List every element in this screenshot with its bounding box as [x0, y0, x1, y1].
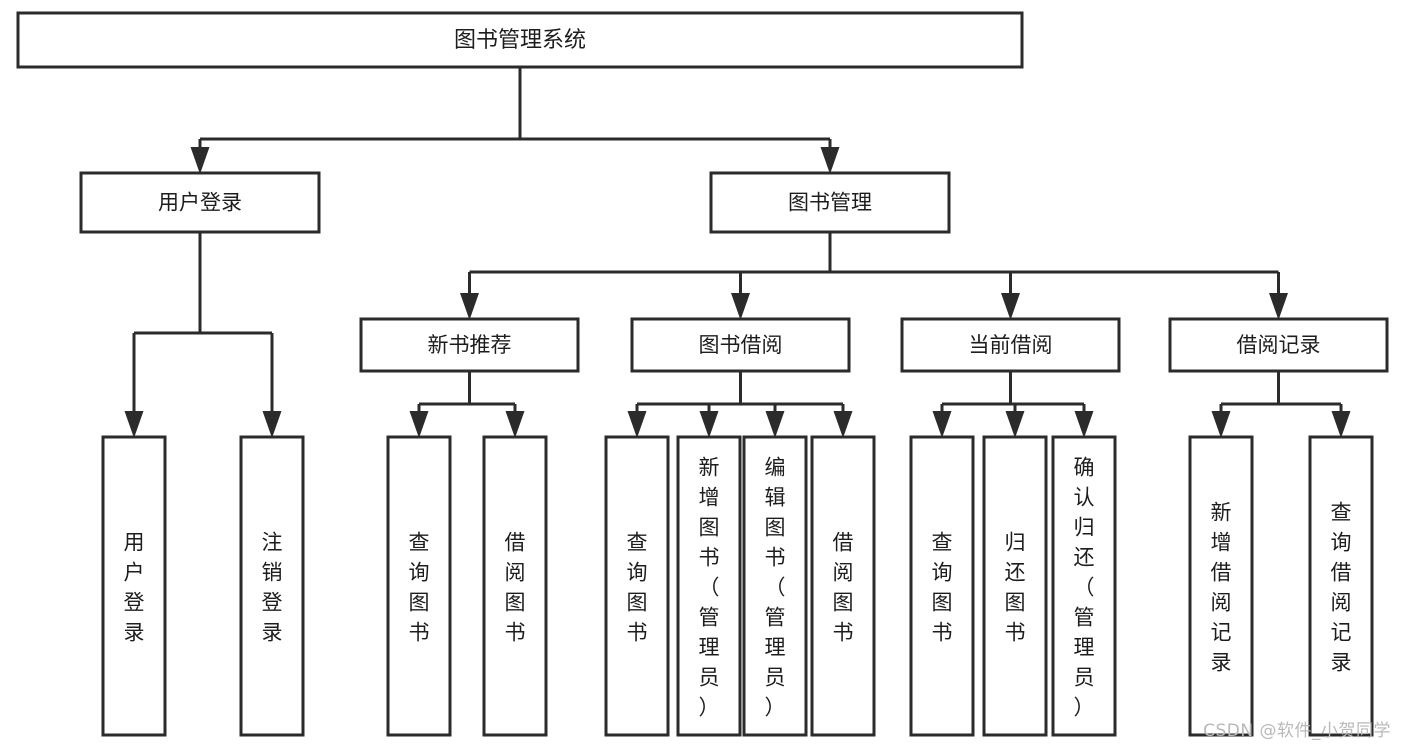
connector-group-book-manage — [460, 232, 1288, 320]
node-label: 借阅图书 — [505, 530, 526, 644]
arrow-head-icon — [1211, 411, 1231, 438]
node-label: 用户登录 — [158, 191, 242, 215]
node-leaf-confirm-return[interactable]: 确认归还（管理员） — [1051, 435, 1117, 737]
node-box — [604, 435, 670, 737]
node-borrow-record[interactable]: 借阅记录 — [1168, 317, 1389, 373]
node-current-borrow[interactable]: 当前借阅 — [900, 317, 1121, 373]
node-leaf-query-book-2[interactable]: 查询图书 — [604, 435, 670, 737]
arrow-head-icon — [460, 293, 479, 320]
node-box — [909, 435, 975, 737]
node-box — [386, 435, 452, 737]
node-label: 查询借阅记录 — [1331, 500, 1352, 674]
node-label: 借阅图书 — [833, 530, 854, 644]
node-root[interactable]: 图书管理系统 — [16, 11, 1024, 69]
node-box — [742, 435, 808, 737]
arrow-head-icon — [731, 293, 750, 320]
arrow-head-icon — [699, 411, 719, 438]
arrow-head-icon — [505, 411, 525, 438]
node-leaf-query-book-1[interactable]: 查询图书 — [386, 435, 452, 737]
node-leaf-add-book[interactable]: 新增图书（管理员） — [676, 435, 742, 737]
node-label: 归还图书 — [1005, 530, 1026, 644]
arrow-head-icon — [932, 411, 952, 438]
node-box — [359, 317, 580, 373]
connector-layer — [124, 67, 1351, 438]
arrow-head-icon — [833, 411, 853, 438]
node-label: 新书推荐 — [428, 333, 512, 357]
node-box — [16, 11, 1024, 69]
node-label: 编辑图书（管理员） — [765, 455, 786, 719]
node-box — [1188, 435, 1254, 737]
arrow-head-icon — [190, 147, 210, 174]
node-box — [482, 435, 548, 737]
node-box — [239, 435, 305, 737]
node-new-book-rec[interactable]: 新书推荐 — [359, 317, 580, 373]
node-label: 注销登录 — [262, 530, 283, 644]
node-box — [810, 435, 876, 737]
arrow-head-icon — [1005, 411, 1025, 438]
arrow-head-icon — [262, 411, 282, 438]
node-user-login[interactable]: 用户登录 — [79, 171, 321, 234]
node-label: 用户登录 — [124, 530, 145, 644]
node-label: 图书管理系统 — [454, 28, 586, 53]
arrow-head-icon — [409, 411, 429, 438]
arrow-head-icon — [1001, 293, 1020, 320]
node-leaf-add-record[interactable]: 新增借阅记录 — [1188, 435, 1254, 737]
node-leaf-borrow-book-2[interactable]: 借阅图书 — [810, 435, 876, 737]
node-box — [630, 317, 851, 373]
node-box — [79, 171, 321, 234]
node-label: 查询图书 — [627, 530, 648, 644]
arrow-head-icon — [124, 411, 144, 438]
arrow-head-icon — [1074, 411, 1094, 438]
connector-group-user-login — [124, 232, 282, 438]
node-label: 确认归还（管理员） — [1074, 455, 1095, 719]
connector-group-root — [190, 67, 840, 174]
node-label: 查询图书 — [409, 530, 430, 644]
connector-group-new-book-rec — [409, 371, 525, 438]
node-label: 查询图书 — [932, 530, 953, 644]
csdn-watermark: CSDN @软件_小贺同学 — [1203, 721, 1391, 741]
node-box — [709, 171, 951, 234]
arrow-head-icon — [1331, 411, 1351, 438]
node-label: 新增借阅记录 — [1211, 500, 1232, 674]
node-book-borrow[interactable]: 图书借阅 — [630, 317, 851, 373]
node-box — [1051, 435, 1117, 737]
node-leaf-edit-book[interactable]: 编辑图书（管理员） — [742, 435, 808, 737]
connector-group-borrow-record — [1211, 371, 1351, 438]
node-box — [1308, 435, 1374, 737]
node-leaf-query-record[interactable]: 查询借阅记录 — [1308, 435, 1374, 737]
node-box — [1168, 317, 1389, 373]
node-leaf-borrow-book-1[interactable]: 借阅图书 — [482, 435, 548, 737]
arrow-head-icon — [627, 411, 647, 438]
arrow-head-icon — [1269, 293, 1288, 320]
node-label: 当前借阅 — [969, 333, 1053, 357]
node-label: 借阅记录 — [1237, 333, 1321, 357]
node-leaf-user-logout[interactable]: 注销登录 — [239, 435, 305, 737]
node-box — [676, 435, 742, 737]
arrow-head-icon — [765, 411, 785, 438]
node-label: 图书管理 — [788, 191, 872, 215]
node-book-manage[interactable]: 图书管理 — [709, 171, 951, 234]
node-box — [900, 317, 1121, 373]
connector-group-book-borrow — [627, 371, 853, 438]
node-label: 新增图书（管理员） — [699, 455, 720, 719]
node-box — [982, 435, 1048, 737]
arrow-head-icon — [820, 147, 840, 174]
node-leaf-return-book[interactable]: 归还图书 — [982, 435, 1048, 737]
node-box — [101, 435, 167, 737]
node-leaf-user-login[interactable]: 用户登录 — [101, 435, 167, 737]
node-leaf-query-book-3[interactable]: 查询图书 — [909, 435, 975, 737]
connector-group-current-borrow — [932, 371, 1094, 438]
node-label: 图书借阅 — [699, 333, 783, 357]
node-layer: 图书管理系统用户登录图书管理新书推荐图书借阅当前借阅借阅记录用户登录注销登录查询… — [16, 11, 1389, 737]
